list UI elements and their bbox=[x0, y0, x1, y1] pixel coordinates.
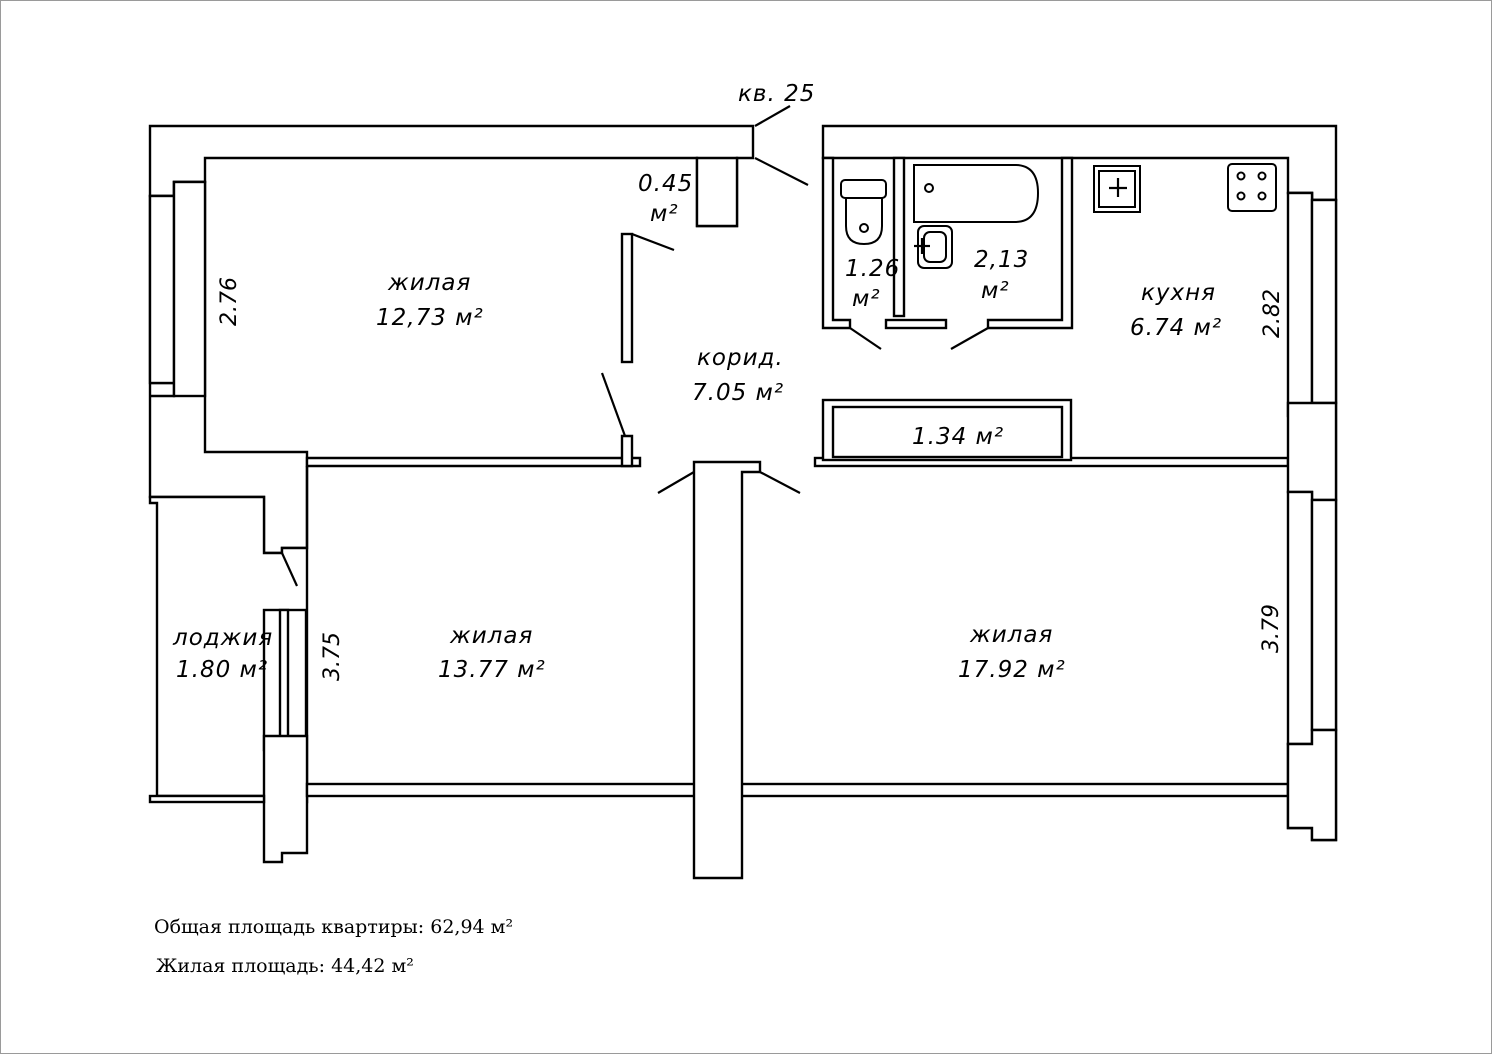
room-living3-name: жилая bbox=[969, 622, 1053, 648]
door-loggia bbox=[280, 552, 299, 587]
kitchen-sink-icon bbox=[1093, 165, 1141, 213]
door-entrance-lead bbox=[754, 105, 791, 127]
apartment-label: кв. 25 bbox=[738, 81, 815, 107]
dim-living2: 3.75 bbox=[320, 632, 345, 681]
room-corridor-area: 7.05 м² bbox=[692, 380, 784, 406]
wall-center-column bbox=[692, 460, 762, 880]
room-living1-name: жилая bbox=[387, 270, 471, 296]
room-storage-area: 1.34 м² bbox=[912, 424, 1004, 450]
wall-toilet-bath bbox=[892, 156, 906, 318]
room-closet-unit: м² bbox=[650, 201, 679, 227]
room-bathroom-area: 2,13 bbox=[974, 247, 1029, 273]
room-living2-name: жилая bbox=[449, 623, 533, 649]
window-kitchen-outer bbox=[1310, 198, 1338, 405]
storage-inner bbox=[831, 405, 1064, 459]
door-closet bbox=[631, 232, 675, 252]
window-left-upper-frame bbox=[172, 180, 207, 398]
room-toilet-unit: м² bbox=[852, 286, 881, 312]
room-living3-area: 17.92 м² bbox=[958, 657, 1066, 683]
window-living3-outer bbox=[1310, 498, 1338, 732]
wall-toilet-bottom bbox=[884, 318, 948, 330]
dim-living3: 3.79 bbox=[1259, 604, 1284, 653]
room-loggia-name: лоджия bbox=[172, 625, 273, 651]
room-closet-area: 0.45 bbox=[638, 171, 693, 197]
wall-bottom-loggia bbox=[148, 794, 266, 804]
room-kitchen-area: 6.74 м² bbox=[1130, 315, 1222, 341]
door-toilet bbox=[849, 327, 882, 350]
wall-living1-living2 bbox=[305, 456, 642, 468]
dim-kitchen: 2.82 bbox=[1260, 289, 1285, 338]
wall-closet-right bbox=[695, 156, 739, 228]
wall-bottom bbox=[305, 782, 1290, 798]
dim-living1: 2.76 bbox=[217, 277, 242, 326]
room-living1-area: 12,73 м² bbox=[376, 305, 484, 331]
washbasin-icon bbox=[914, 225, 953, 269]
window-kitchen bbox=[1286, 191, 1314, 418]
door-living2 bbox=[657, 471, 695, 494]
window-left-upper bbox=[148, 194, 176, 385]
room-loggia-area: 1.80 м² bbox=[176, 657, 268, 683]
room-corridor-name: корид. bbox=[697, 345, 784, 371]
room-kitchen-name: кухня bbox=[1141, 280, 1216, 306]
room-toilet-area: 1.26 bbox=[845, 256, 900, 282]
window-loggia-inner bbox=[278, 608, 290, 752]
wall-right-pier bbox=[1286, 401, 1338, 502]
toilet-icon bbox=[840, 179, 887, 246]
summary-living-area: Жилая площадь: 44,42 м² bbox=[156, 955, 414, 977]
wall-toilet-left bbox=[821, 156, 852, 330]
stove-icon bbox=[1227, 163, 1277, 212]
door-living3 bbox=[759, 471, 801, 494]
room-living2-area: 13.77 м² bbox=[438, 657, 546, 683]
door-bathroom bbox=[950, 327, 989, 350]
wall-right-bottom bbox=[1286, 728, 1338, 842]
room-bathroom-unit: м² bbox=[981, 278, 1010, 304]
door-entrance bbox=[754, 157, 809, 186]
bathtub-icon bbox=[913, 164, 1040, 223]
wall-bottom-left bbox=[262, 734, 309, 864]
door-living1 bbox=[600, 372, 627, 437]
wall-living1-door-jamb bbox=[620, 434, 634, 468]
summary-total-area: Общая площадь квартиры: 62,94 м² bbox=[154, 916, 513, 938]
partition-living1-corridor bbox=[620, 232, 634, 364]
window-living3 bbox=[1286, 490, 1314, 746]
